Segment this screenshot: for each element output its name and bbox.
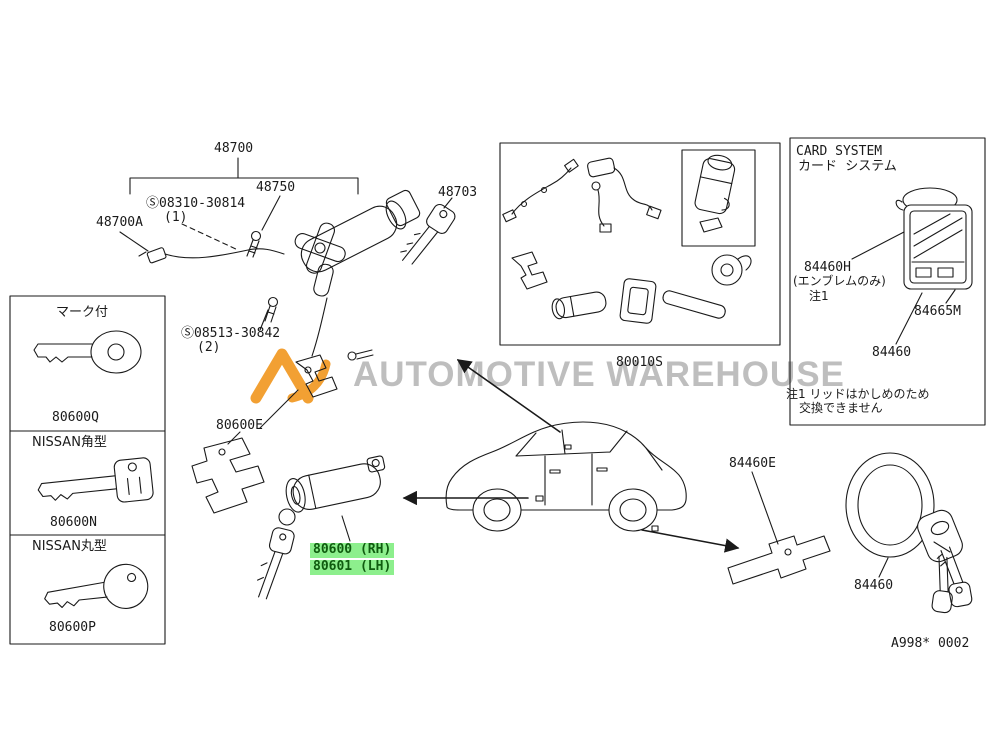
parts-box-80010S xyxy=(499,142,781,346)
label-part-48750: 48750 xyxy=(256,180,296,195)
label-card-note-line1: 注1 リッドはかしめのため xyxy=(786,387,930,401)
card-system-box xyxy=(789,137,986,426)
label-part-80601-lh-highlighted[interactable]: 80601 (LH) xyxy=(310,559,395,575)
label-card-note-line2: 交換できません xyxy=(799,401,883,415)
bracket-80600E-illustration xyxy=(191,431,265,514)
drawing-number: A998* 0002 xyxy=(891,636,970,651)
label-part-84460E: 84460E xyxy=(729,456,776,471)
pointer-arrows xyxy=(402,359,740,553)
label-part-84460-fuel: 84460 xyxy=(854,578,894,593)
label-part-80600E: 80600E xyxy=(216,418,263,433)
clip-and-screw-cluster xyxy=(259,349,374,429)
label-card-system-title-jp: カード システム xyxy=(798,159,897,174)
key-round-type-illustration xyxy=(44,563,149,609)
assembly-bracket-lines xyxy=(119,157,453,331)
label-part-48703: 48703 xyxy=(438,185,478,200)
label-part-80600P: 80600P xyxy=(49,620,96,635)
label-part-48700: 48700 xyxy=(214,141,254,156)
label-part-80600N: 80600N xyxy=(50,515,97,530)
key-mark-type-illustration xyxy=(33,330,142,374)
label-part-84460-card: 84460 xyxy=(872,345,912,360)
label-part-80600Q: 80600Q xyxy=(52,410,99,425)
label-part-80010S: 80010S xyxy=(616,355,663,370)
label-part-84665M: 84665M xyxy=(914,304,961,319)
label-part-84460H: 84460H xyxy=(804,260,851,275)
screw-08310-illustration xyxy=(246,230,262,258)
connector-48700A-illustration xyxy=(138,247,285,264)
steering-lock-body-illustration xyxy=(294,189,421,357)
label-key-square-type: NISSAN角型 xyxy=(32,435,107,450)
car-illustration xyxy=(445,421,687,532)
key-48703-illustration xyxy=(400,203,456,265)
key-types-table-box xyxy=(9,295,166,645)
key-square-type-illustration xyxy=(37,457,154,503)
screw-08513-illustration xyxy=(264,296,279,323)
ignition-lock-illustration xyxy=(257,455,386,600)
label-part-84460H-note: (エンブレムのみ) xyxy=(793,274,886,288)
label-part-48700A: 48700A xyxy=(96,215,143,230)
label-note-ref: 注1 xyxy=(809,289,829,303)
label-screw-08513: Ⓢ08513-30842 xyxy=(181,326,281,341)
label-screw-08310: Ⓢ08310-30814 xyxy=(146,196,246,211)
label-card-system-title-en: CARD SYSTEM xyxy=(796,144,883,159)
label-key-mark-type: マーク付 xyxy=(56,305,109,320)
watermark-text: AUTOMOTIVE WAREHOUSE xyxy=(353,355,845,394)
label-screw-08310-qty: (1) xyxy=(164,210,188,225)
label-key-round-type: NISSAN丸型 xyxy=(32,539,107,554)
bracket-84460E-illustration xyxy=(727,471,831,585)
label-part-80600-rh-highlighted[interactable]: 80600 (RH) xyxy=(310,542,395,558)
watermark: AUTOMOTIVE WAREHOUSE xyxy=(248,346,845,404)
fuel-lock-illustration xyxy=(845,452,973,614)
label-screw-08513-qty: (2) xyxy=(197,340,221,355)
